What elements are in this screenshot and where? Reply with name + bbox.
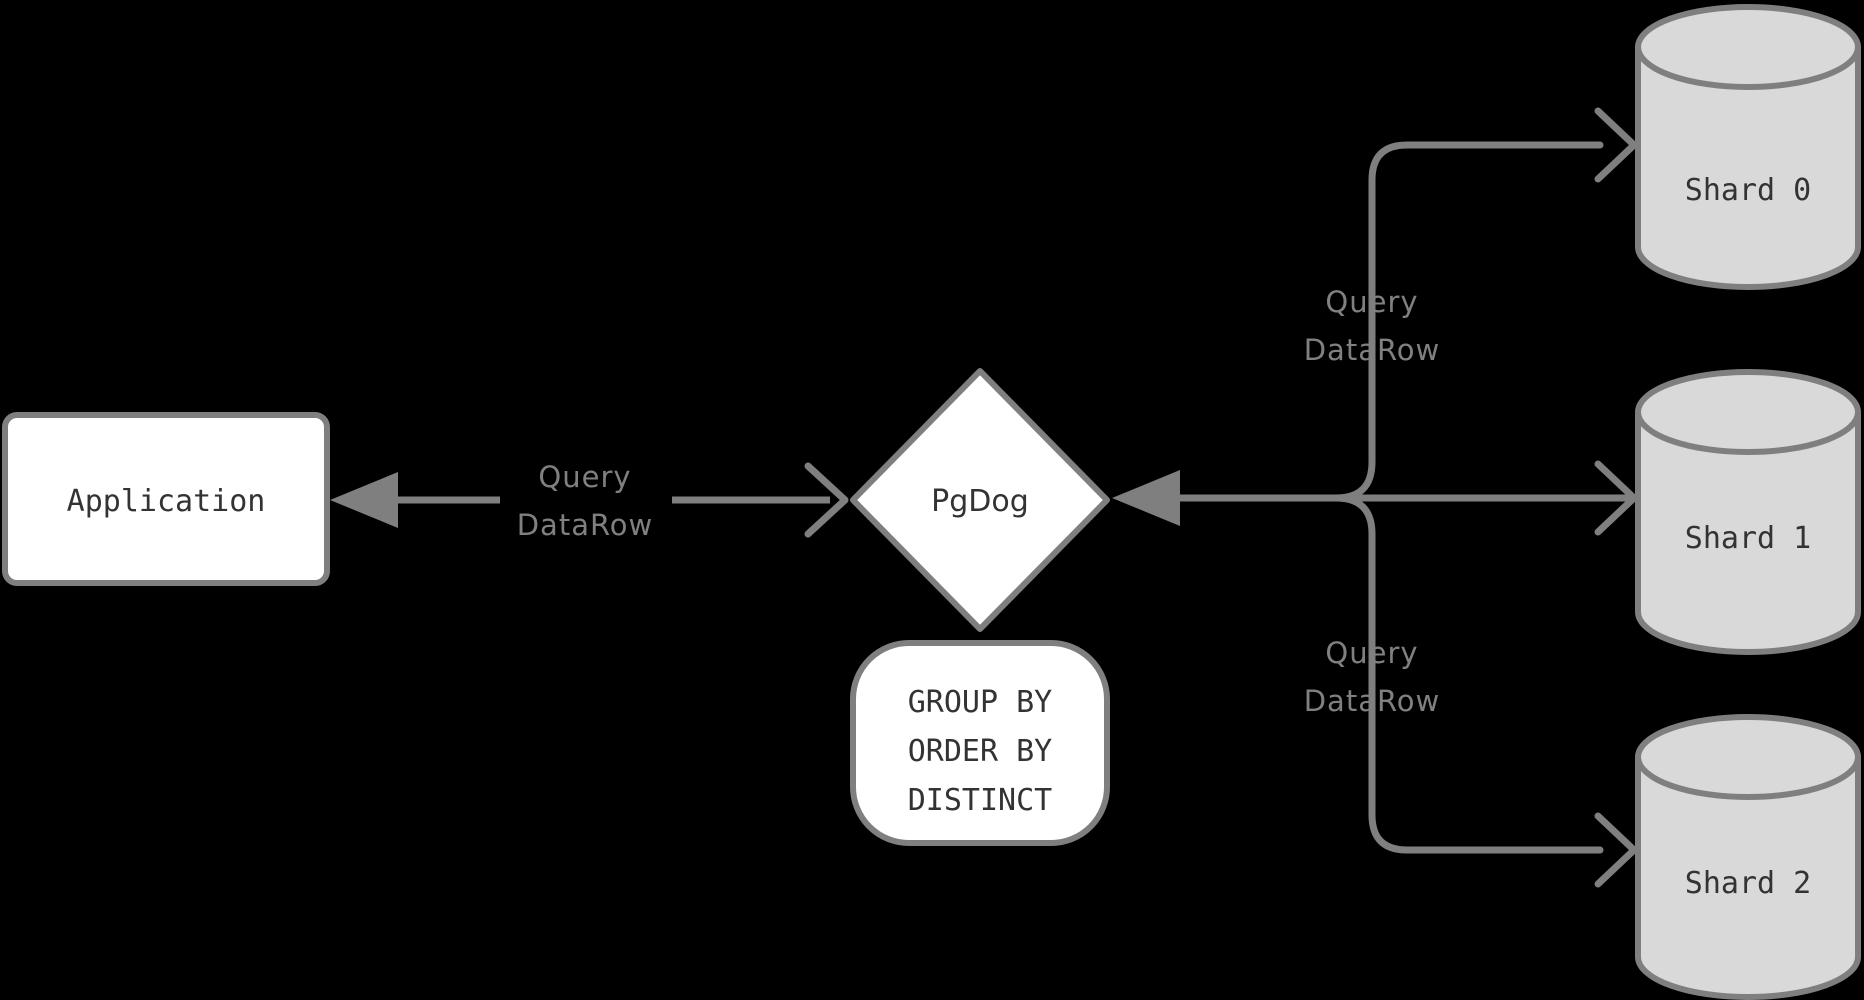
arrowhead-into-pgdog-from-shards [1112,470,1180,526]
edge-pgdog-shards: Query DataRow Query DataRow [1112,107,1640,888]
shard-1-body[interactable] [1635,369,1861,655]
edge-label-shard0-line2: DataRow [1304,333,1441,367]
arrowhead-into-shard2 [1594,812,1638,888]
shard-0-top-ellipse [1635,46,1861,90]
shard-2-top-ellipse [1635,756,1861,800]
edge-merge-curve-bottom [1332,494,1376,538]
arrowhead-into-pgdog [804,462,849,538]
arrowhead-into-application [330,472,398,528]
operations-line-distinct: DISTINCT [908,783,1053,818]
shard-0-body[interactable] [1635,4,1861,290]
shard-2-label: Shard 2 [1685,866,1811,901]
node-pgdog[interactable]: PgDog [850,368,1110,632]
shard-2-body[interactable] [1635,714,1861,1000]
edge-path-to-shard2 [1368,530,1604,854]
operations-box[interactable] [850,640,1110,846]
edge-label-app-pgdog-line1: Query [538,460,631,494]
edge-label-shard2-line1: Query [1325,636,1418,670]
operations-line-order-by: ORDER BY [908,734,1053,769]
node-shard-1[interactable]: Shard 1 [1635,369,1861,655]
arrowhead-into-shard1 [1594,460,1638,536]
arrowhead-into-shard0 [1594,107,1638,183]
pgdog-diamond[interactable] [850,368,1110,632]
shard-1-top-ellipse [1635,411,1861,455]
node-operations[interactable]: GROUP BY ORDER BY DISTINCT [850,640,1110,846]
application-box[interactable] [2,412,330,586]
edge-label-shard0-line1: Query [1325,285,1418,319]
edge-application-pgdog: Query DataRow [330,460,849,542]
edge-label-app-pgdog-line2: DataRow [517,508,654,542]
edge-label-shard2-line2: DataRow [1304,684,1441,718]
shard-1-label: Shard 1 [1685,521,1811,556]
application-label: Application [67,484,266,519]
shard-0-label: Shard 0 [1685,173,1811,208]
node-shard-0[interactable]: Shard 0 [1635,4,1861,290]
pgdog-label: PgDog [931,484,1029,519]
node-application[interactable]: Application [2,412,330,586]
operations-line-group-by: GROUP BY [908,685,1053,720]
node-shard-2[interactable]: Shard 2 [1635,714,1861,1000]
edge-path-to-shard0 [1368,141,1604,466]
